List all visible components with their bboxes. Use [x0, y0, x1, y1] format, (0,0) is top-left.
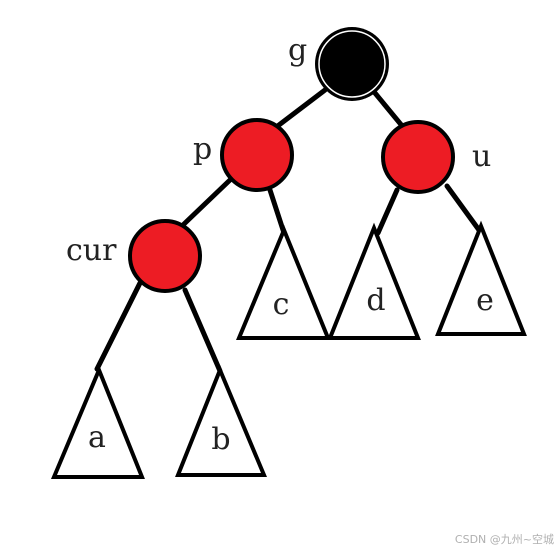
node-u-label: u [472, 139, 491, 174]
edge-cur-a [94, 280, 143, 372]
node-cur-circle [128, 219, 202, 293]
edge-u-e [444, 183, 482, 233]
subtree-d-label: d [366, 283, 385, 318]
node-g-ring [318, 30, 386, 98]
subtree-c-label: c [273, 287, 290, 322]
edge-g-u [372, 90, 406, 130]
node-g-circle [315, 27, 389, 101]
node-p-circle [220, 118, 294, 192]
edge-u-d [375, 187, 400, 236]
subtree-c-triangle [236, 224, 331, 340]
watermark: CSDN @九州~空城 [455, 532, 554, 546]
edge-p-c [267, 187, 287, 236]
edge-p-cur [181, 177, 233, 227]
subtree-a-triangle [50, 364, 145, 479]
node-u-circle [381, 120, 455, 194]
node-g-label: g [288, 33, 307, 68]
node-cur-label: cur [66, 233, 117, 268]
edge-g-p [272, 87, 328, 131]
subtree-b-label: b [211, 422, 230, 457]
subtree-d-triangle [327, 222, 421, 340]
node-p-label: p [193, 132, 212, 167]
subtree-a-label: a [88, 420, 106, 455]
subtree-e-label: e [476, 283, 494, 318]
subtree-b-triangle [175, 364, 268, 477]
edge-cur-b [182, 287, 223, 374]
subtree-e-triangle [435, 220, 527, 336]
